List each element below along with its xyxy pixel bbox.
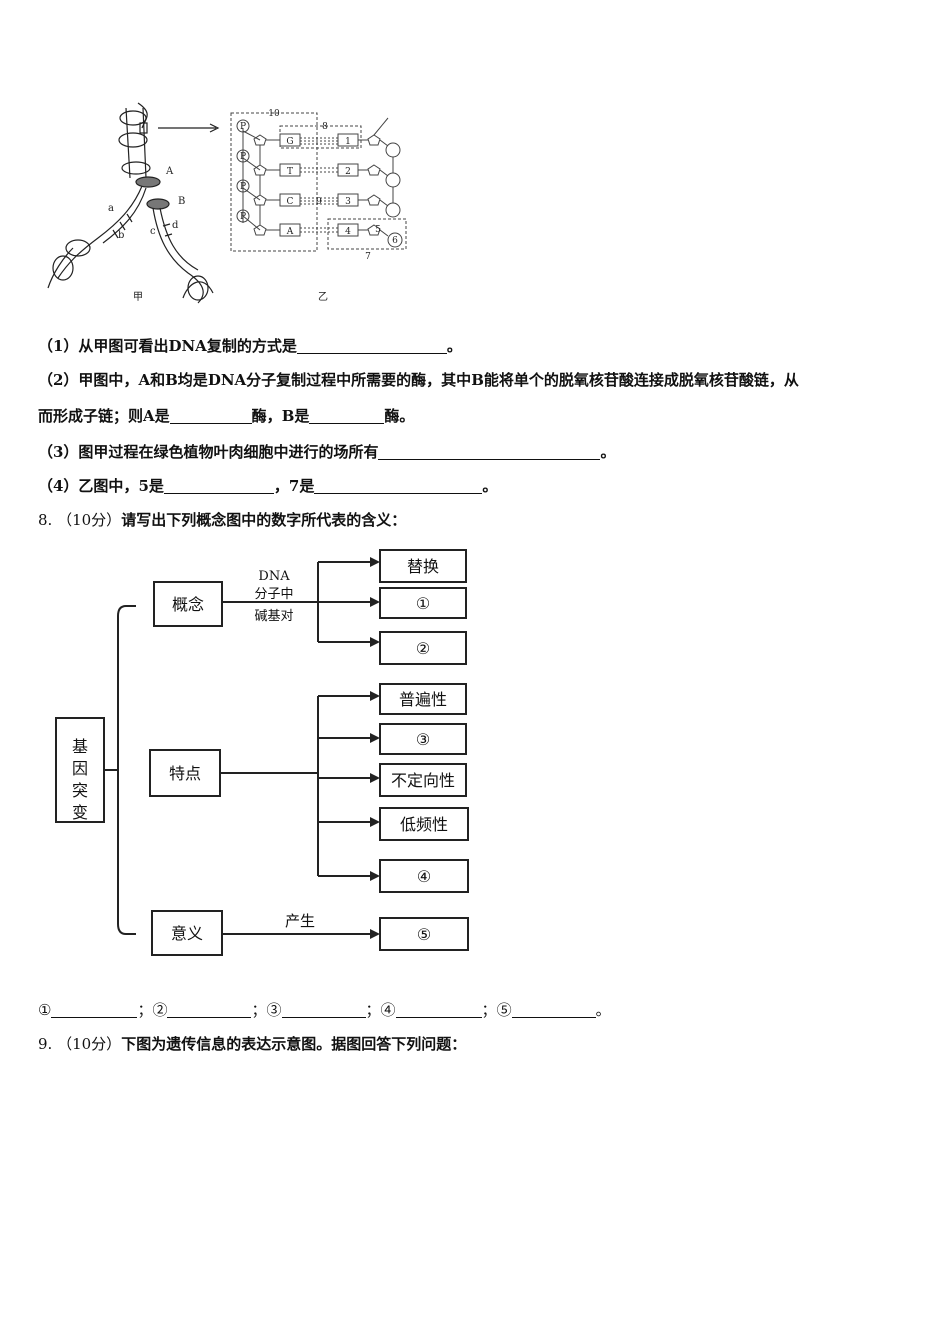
q7-part2: （2）甲图中，A和B均是DNA分子复制过程中所需要的酶，其中B能将单个的脱氧核苷…	[38, 371, 799, 389]
phosphate-label: P	[240, 212, 246, 222]
edge-label: 产生	[285, 912, 315, 930]
number-label: 10	[268, 109, 280, 119]
branch-meaning: 意义	[171, 924, 203, 943]
base-number: 4	[345, 227, 351, 237]
q7-part3: （3）图甲过程在绿色植物叶肉细胞中进行的场所有。	[38, 443, 616, 461]
base-label: A	[286, 227, 294, 237]
label-B: B	[178, 196, 185, 207]
feature-box-label: 不定向性	[391, 771, 455, 790]
answer-blank[interactable]	[378, 444, 601, 460]
label-c: c	[150, 226, 156, 237]
caption-yi: 乙	[318, 291, 328, 303]
label-A: A	[165, 166, 174, 177]
base-label: C	[287, 197, 294, 207]
base-number: 1	[345, 137, 351, 147]
answer-blank[interactable]	[296, 338, 447, 354]
label-a: a	[108, 203, 114, 214]
concept-box-label: ①	[416, 594, 430, 613]
number-label: 8	[322, 122, 328, 132]
phosphate-label: P	[240, 152, 246, 162]
q7-part4: （4）乙图中，5是，7是。	[38, 477, 498, 495]
base-label: T	[287, 167, 293, 177]
root-label: 基	[72, 737, 88, 756]
base-label: G	[286, 137, 293, 147]
concept-box-label: 替换	[407, 557, 439, 576]
label-b: b	[118, 230, 124, 241]
feature-box-label: 低频性	[400, 815, 448, 834]
q7-part2-cont: 而形成子链；则A是酶，B是酶。	[38, 407, 415, 425]
number-label: 9	[316, 197, 322, 207]
branch-features: 特点	[169, 764, 201, 783]
number-label: 7	[365, 252, 371, 262]
answer-blank[interactable]	[169, 408, 252, 424]
answer-blank[interactable]	[163, 478, 274, 494]
answer-blank[interactable]	[167, 1002, 252, 1018]
feature-box-label: ④	[417, 867, 431, 886]
q9-heading: 9. （10分）下图为遗传信息的表达示意图。据图回答下列问题：	[38, 1035, 467, 1053]
branch-concept: 概念	[172, 595, 204, 614]
edge-label: 分子中	[254, 587, 293, 602]
phosphate-label: P	[240, 182, 246, 192]
branch-box	[153, 581, 223, 627]
number-label: 6	[392, 236, 398, 246]
svg-text:突: 突	[72, 781, 88, 800]
dna-replication-figure: A B a b c d 甲 乙	[47, 102, 407, 304]
svg-text:因: 因	[72, 759, 88, 778]
base-number: 3	[345, 197, 351, 207]
answer-blank[interactable]	[51, 1002, 138, 1018]
q7-part1: （1）从甲图可看出DNA复制的方式是。	[38, 337, 462, 355]
svg-text:变: 变	[72, 803, 88, 822]
answer-blank[interactable]	[395, 1002, 482, 1018]
gene-mutation-concept-map: 基 因 突 变 概念 特点 意义 替换 ① ② 普遍性 ③ 不定向性 低频性 ④…	[55, 549, 469, 956]
number-label: 5	[375, 225, 381, 235]
phosphate-label: P	[240, 122, 246, 132]
answer-blank[interactable]	[281, 1002, 366, 1018]
caption-jia: 甲	[133, 292, 143, 303]
edge-label: 碱基对	[254, 609, 293, 624]
q8-answers: ①；②；③；④；⑤。	[38, 1001, 611, 1019]
answer-blank[interactable]	[314, 478, 483, 494]
feature-box-label: ③	[416, 730, 430, 749]
base-number: 2	[345, 167, 351, 177]
label-d: d	[172, 220, 179, 231]
edge-label: DNA	[258, 569, 290, 584]
answer-blank[interactable]	[511, 1002, 596, 1018]
answer-blank[interactable]	[309, 408, 385, 424]
meaning-box-label: ⑤	[417, 925, 431, 944]
q8-heading: 8. （10分）请写出下列概念图中的数字所代表的含义：	[38, 511, 407, 529]
feature-box-label: 普遍性	[399, 690, 447, 709]
concept-box-label: ②	[416, 639, 430, 658]
